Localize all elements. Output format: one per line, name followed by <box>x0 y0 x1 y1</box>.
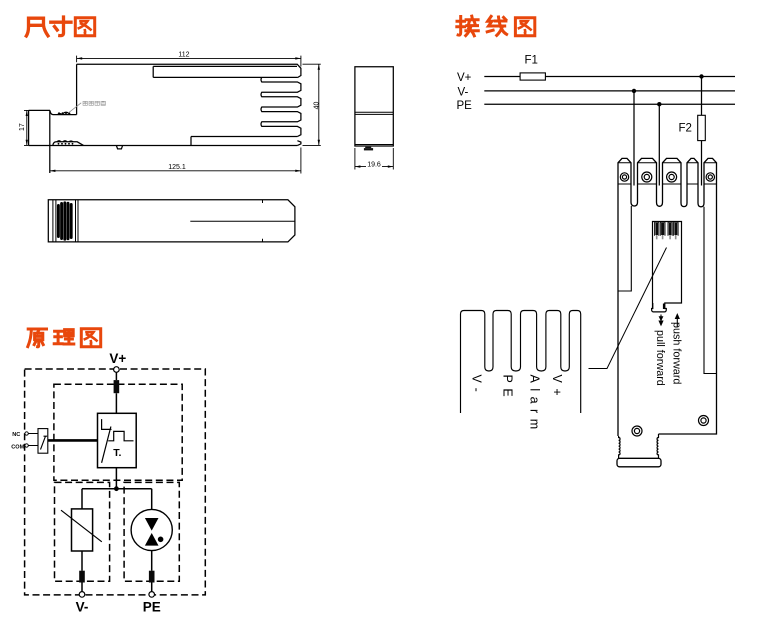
svg-text:F1: F1 <box>525 55 538 67</box>
svg-text:T.: T. <box>113 447 121 459</box>
svg-text:V+: V+ <box>550 375 564 402</box>
svg-text:F2: F2 <box>679 123 692 135</box>
svg-text:112: 112 <box>178 52 189 59</box>
svg-text:NC: NC <box>12 432 20 438</box>
svg-text:V-: V- <box>76 600 89 615</box>
svg-text:PE: PE <box>457 100 473 112</box>
svg-text:V+: V+ <box>457 72 472 84</box>
svg-text:125.1: 125.1 <box>168 164 186 171</box>
svg-text:V+: V+ <box>109 351 126 366</box>
svg-text:pull forward: pull forward <box>654 330 666 386</box>
svg-text:19.6: 19.6 <box>367 161 381 168</box>
svg-text:PE: PE <box>500 375 514 403</box>
svg-text:17: 17 <box>19 123 26 131</box>
svg-text:COM: COM <box>11 444 24 450</box>
svg-text:push forward: push forward <box>671 322 683 384</box>
svg-text:40: 40 <box>313 102 320 110</box>
svg-text:Alarm: Alarm <box>528 375 542 435</box>
svg-text:PE: PE <box>143 600 161 615</box>
svg-text:V-: V- <box>470 375 484 398</box>
svg-text:V-: V- <box>458 86 469 98</box>
